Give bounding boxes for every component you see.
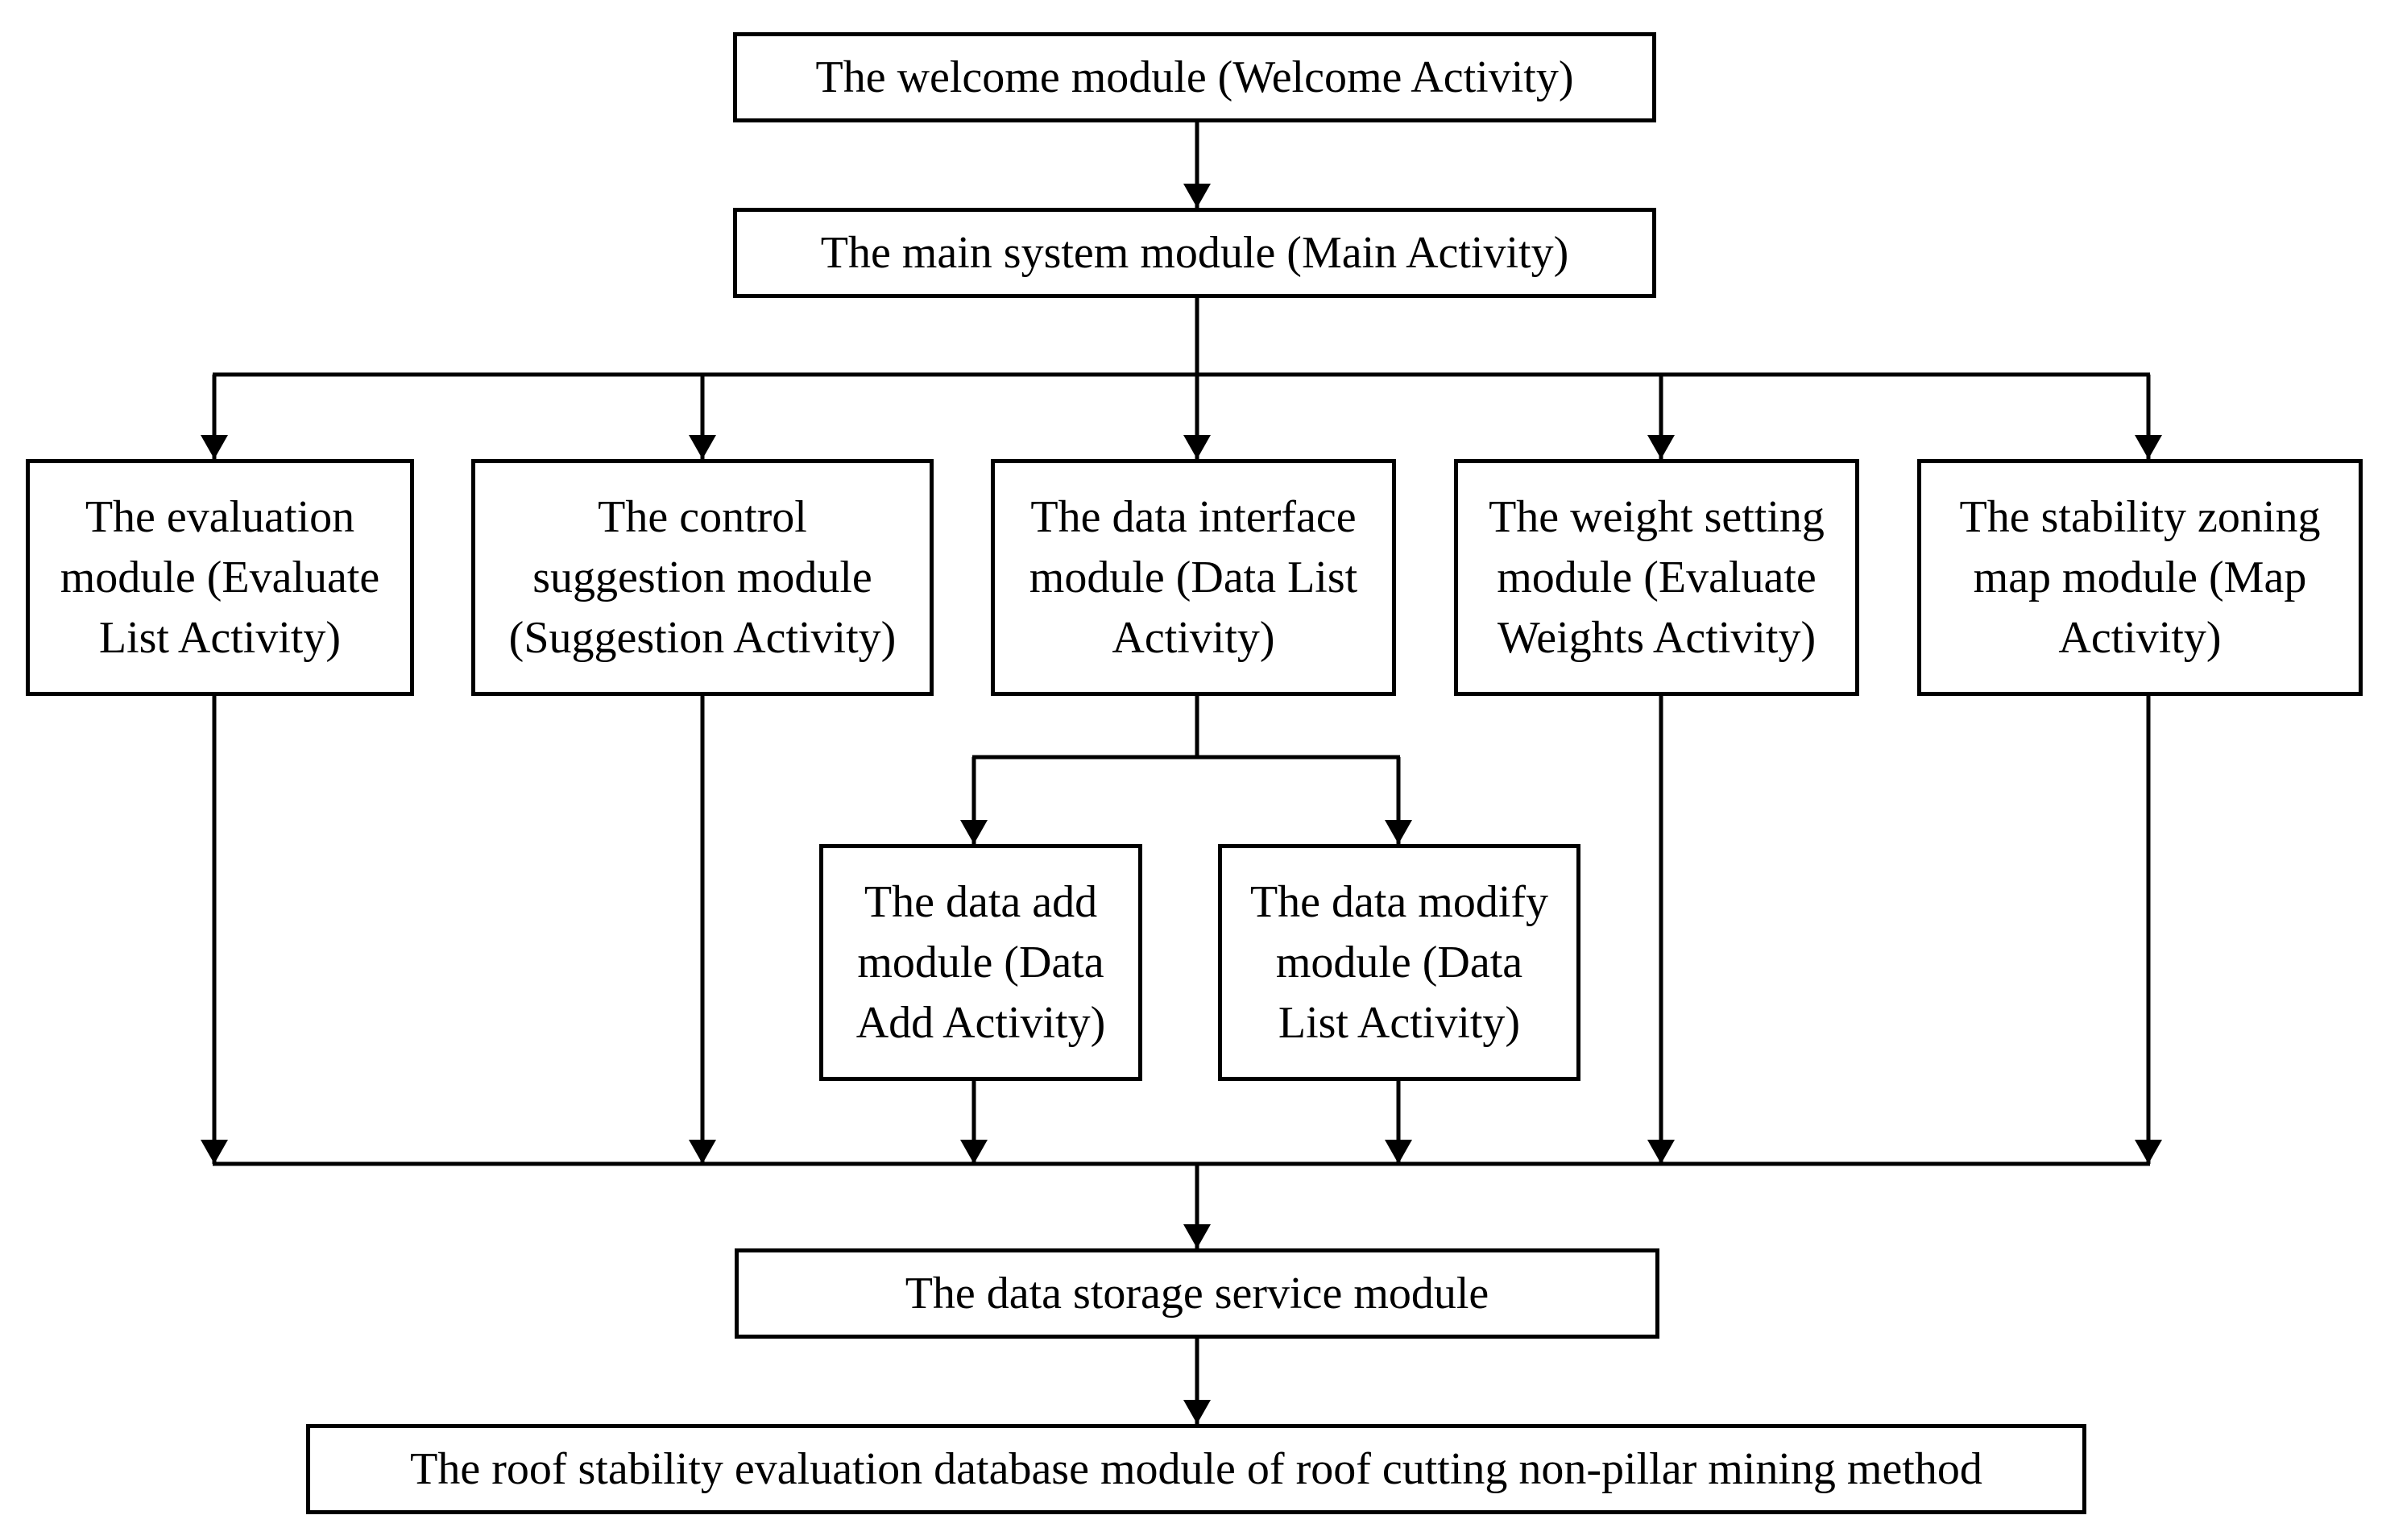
control-suggestion-module-node: The control suggestion module (Suggestio… <box>471 459 934 696</box>
suggestion-module-label-line3: (Suggestion Activity) <box>508 612 897 663</box>
welcome-module-node: The welcome module (Welcome Activity) <box>733 32 1656 122</box>
stability-zoning-map-module-node: The stability zoning map module (Map Act… <box>1917 459 2363 696</box>
welcome-module-label: The welcome module (Welcome Activity) <box>815 52 1574 102</box>
data-add-module-label-line2: module (Data <box>857 937 1104 987</box>
data-modify-module-label-line3: List Activity) <box>1278 997 1521 1048</box>
data-add-module-node: The data add module (Data Add Activity) <box>819 844 1142 1081</box>
weight-setting-module-node: The weight setting module (Evaluate Weig… <box>1454 459 1859 696</box>
evaluation-module-label-line1: The evaluation <box>85 491 355 542</box>
evaluation-module-node: The evaluation module (Evaluate List Act… <box>26 459 414 696</box>
data-modify-module-node: The data modify module (Data List Activi… <box>1218 844 1580 1081</box>
map-module-label-line1: The stability zoning <box>1959 491 2321 542</box>
map-module-label-line2: map module (Map <box>1973 552 2307 602</box>
weight-module-label-line3: Weights Activity) <box>1497 612 1817 663</box>
data-add-module-label-line3: Add Activity) <box>855 997 1106 1048</box>
roof-stability-database-module-node: The roof stability evaluation database m… <box>306 1424 2086 1514</box>
data-interface-module-label-line2: module (Data List <box>1029 552 1358 602</box>
data-storage-service-module-node: The data storage service module <box>735 1248 1659 1339</box>
data-interface-module-node: The data interface module (Data List Act… <box>991 459 1396 696</box>
data-interface-module-label-line1: The data interface <box>1030 491 1357 542</box>
data-add-module-label-line1: The data add <box>864 876 1098 927</box>
map-module-label-line3: Activity) <box>2058 612 2222 663</box>
main-system-module-label: The main system module (Main Activity) <box>820 227 1569 278</box>
data-modify-module-label-line2: module (Data <box>1275 937 1523 987</box>
weight-module-label-line1: The weight setting <box>1489 491 1825 542</box>
data-interface-module-label-line3: Activity) <box>1112 612 1275 663</box>
suggestion-module-label-line1: The control <box>598 491 807 542</box>
evaluation-module-label-line2: module (Evaluate <box>60 552 380 602</box>
weight-module-label-line2: module (Evaluate <box>1497 552 1817 602</box>
database-module-label: The roof stability evaluation database m… <box>410 1443 1982 1494</box>
suggestion-module-label-line2: suggestion module <box>532 552 872 602</box>
main-system-module-node: The main system module (Main Activity) <box>733 208 1656 298</box>
evaluation-module-label-line3: List Activity) <box>98 612 342 663</box>
data-modify-module-label-line1: The data modify <box>1249 876 1549 927</box>
storage-module-label: The data storage service module <box>905 1268 1489 1319</box>
